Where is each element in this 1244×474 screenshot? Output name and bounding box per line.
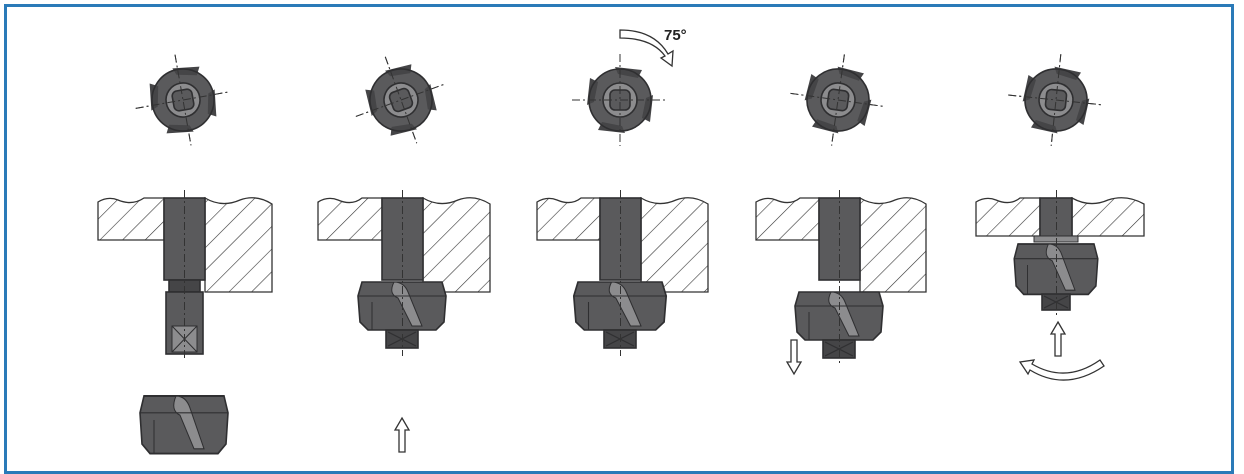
step-1-loose-head	[139, 395, 229, 455]
rotation-arrow-icon	[619, 29, 674, 68]
step-4-top-view	[783, 46, 893, 154]
step-3-top-view	[571, 53, 669, 147]
step-2-section	[317, 190, 491, 356]
step-5-section	[975, 190, 1145, 316]
step-2-up-arrow-icon	[394, 417, 410, 453]
step-1-top-view	[126, 45, 240, 155]
step-5-up-arrow-icon	[1050, 321, 1066, 357]
step-2-top-view	[339, 39, 463, 161]
step-5-top-view	[1002, 48, 1110, 152]
step-5-rotation-arrow-icon	[1018, 359, 1105, 381]
step-4-section	[755, 190, 927, 366]
rotation-angle-label: 75°	[664, 27, 687, 44]
step-3-section	[536, 190, 709, 356]
step-1-section	[97, 190, 273, 360]
step-4-down-arrow-icon	[785, 339, 803, 376]
